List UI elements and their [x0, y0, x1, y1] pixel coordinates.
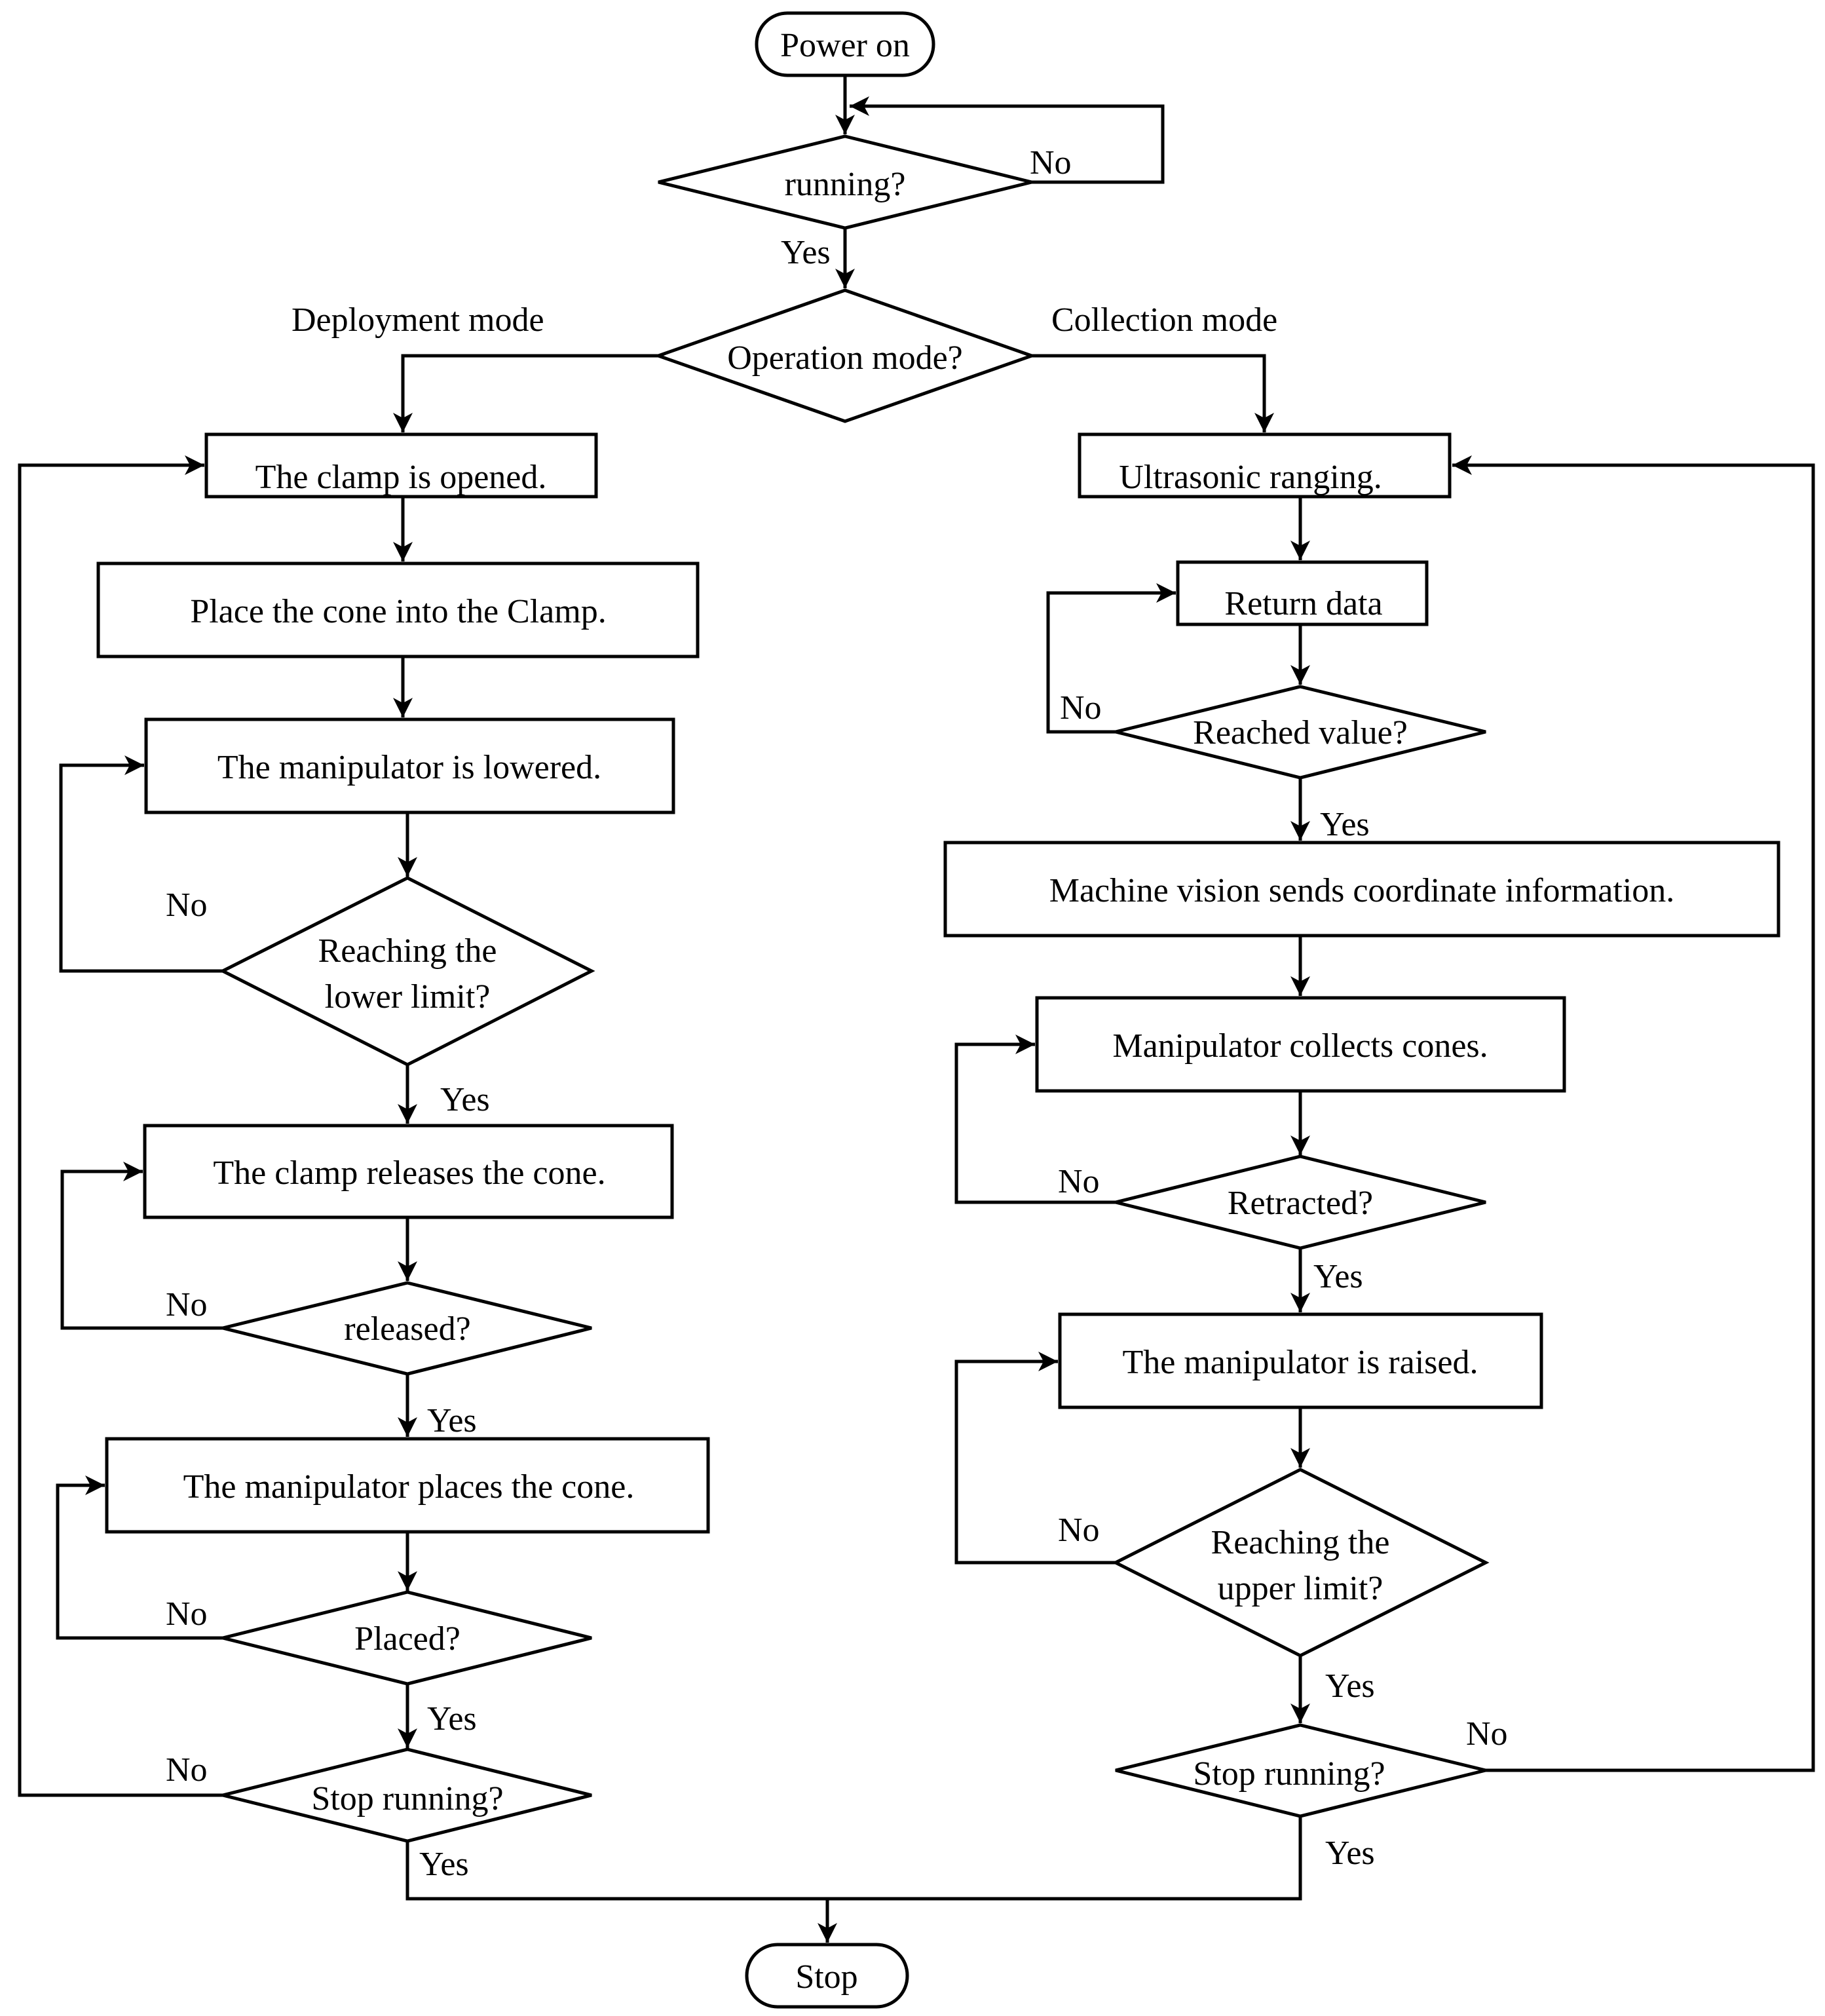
- clamp-opened-label: The clamp is opened.: [255, 459, 547, 496]
- ultrasonic-label: Ultrasonic ranging.: [1119, 459, 1382, 496]
- running-no-label: No: [1030, 144, 1072, 181]
- manipulator-places-label: The manipulator places the cone.: [183, 1468, 635, 1506]
- upper-limit-line1: Reaching the: [1211, 1524, 1390, 1561]
- collection-stop-yes-label: Yes: [1325, 1835, 1375, 1872]
- placed-label: Placed?: [354, 1620, 461, 1658]
- retracted-label: Retracted?: [1228, 1185, 1373, 1222]
- edge-deployment-stop-no-loop: [18, 455, 223, 1797]
- place-cone-box: Place the cone into the Clamp.: [96, 561, 700, 658]
- machine-vision-label: Machine vision sends coordinate informat…: [1049, 872, 1675, 909]
- start-node: Power on: [755, 11, 935, 77]
- lower-limit-line2: lower limit?: [325, 978, 491, 1016]
- collection-mode-label: Collection mode: [1051, 301, 1277, 339]
- clamp-opened-box: The clamp is opened.: [204, 432, 598, 499]
- lower-limit-line1: Reaching the: [318, 932, 497, 970]
- manipulator-places-box: The manipulator places the cone.: [105, 1437, 710, 1534]
- running-label: running?: [785, 166, 906, 203]
- end-node: Stop: [745, 1943, 909, 2009]
- collection-stop-no-label: No: [1466, 1715, 1508, 1753]
- edge-merge: [405, 1816, 1302, 1901]
- edge-mode-collection: [1032, 354, 1274, 432]
- manipulator-lowered-box: The manipulator is lowered.: [144, 717, 675, 814]
- collects-cones-label: Manipulator collects cones.: [1112, 1027, 1488, 1065]
- edge-running-no-loop: [850, 96, 1165, 184]
- mode-decision: Operation mode?: [653, 288, 1037, 423]
- return-data-label: Return data: [1224, 585, 1382, 622]
- deployment-mode-label: Deployment mode: [292, 301, 544, 339]
- edge-collection-stop-no-loop: [1452, 455, 1815, 1772]
- reached-no-label: No: [1060, 689, 1102, 727]
- return-data-box: Return data: [1176, 560, 1429, 626]
- retracted-yes-label: Yes: [1313, 1258, 1363, 1295]
- placed-yes-label: Yes: [427, 1700, 477, 1738]
- edge-reached-no-loop: [1046, 583, 1176, 734]
- manipulator-raised-label: The manipulator is raised.: [1123, 1344, 1478, 1381]
- lower-limit-decision: Reaching the lower limit?: [219, 876, 595, 1067]
- deployment-stop-label: Stop running?: [311, 1780, 503, 1817]
- manipulator-raised-box: The manipulator is raised.: [1058, 1312, 1543, 1409]
- collection-stop-decision: Stop running?: [1115, 1723, 1486, 1818]
- end-label: Stop: [795, 1958, 857, 1996]
- reached-value-label: Reached value?: [1193, 714, 1408, 751]
- place-cone-label: Place the cone into the Clamp.: [190, 593, 606, 630]
- running-decision: running?: [658, 134, 1032, 230]
- collection-stop-label: Stop running?: [1193, 1755, 1385, 1793]
- edge-mode-deployment: [393, 354, 658, 432]
- mode-label: Operation mode?: [727, 339, 963, 377]
- collects-cones-box: Manipulator collects cones.: [1035, 996, 1566, 1093]
- edge-released-no-loop: [60, 1162, 223, 1330]
- reached-yes-label: Yes: [1320, 806, 1370, 843]
- machine-vision-box: Machine vision sends coordinate informat…: [943, 841, 1780, 938]
- edge-upper-no-loop: [954, 1352, 1116, 1565]
- upper-limit-line2: upper limit?: [1218, 1570, 1383, 1607]
- deployment-stop-decision: Stop running?: [222, 1747, 592, 1843]
- upper-limit-decision: Reaching the upper limit?: [1112, 1468, 1490, 1658]
- start-label: Power on: [780, 27, 910, 64]
- lower-no-label: No: [166, 886, 208, 924]
- lower-yes-label: Yes: [440, 1081, 490, 1118]
- released-yes-label: Yes: [427, 1402, 477, 1439]
- upper-yes-label: Yes: [1325, 1667, 1375, 1705]
- released-decision: released?: [222, 1281, 592, 1376]
- deployment-stop-yes-label: Yes: [419, 1846, 469, 1883]
- released-no-label: No: [166, 1286, 208, 1323]
- clamp-releases-box: The clamp releases the cone.: [143, 1124, 674, 1219]
- ultrasonic-box: Ultrasonic ranging.: [1078, 432, 1452, 499]
- edge-placed-no-loop: [56, 1475, 223, 1640]
- edge-retracted-no-loop: [954, 1035, 1116, 1204]
- deployment-stop-no-label: No: [166, 1751, 208, 1789]
- released-label: released?: [344, 1310, 470, 1348]
- running-yes-label: Yes: [781, 234, 831, 271]
- retracted-decision: Retracted?: [1115, 1154, 1486, 1250]
- edge-lower-no-loop: [59, 755, 223, 973]
- reached-value-decision: Reached value?: [1115, 685, 1486, 780]
- upper-no-label: No: [1058, 1512, 1100, 1549]
- placed-no-label: No: [166, 1595, 208, 1633]
- clamp-releases-label: The clamp releases the cone.: [213, 1154, 605, 1192]
- retracted-no-label: No: [1058, 1163, 1100, 1200]
- placed-decision: Placed?: [222, 1590, 592, 1686]
- manipulator-lowered-label: The manipulator is lowered.: [217, 749, 601, 786]
